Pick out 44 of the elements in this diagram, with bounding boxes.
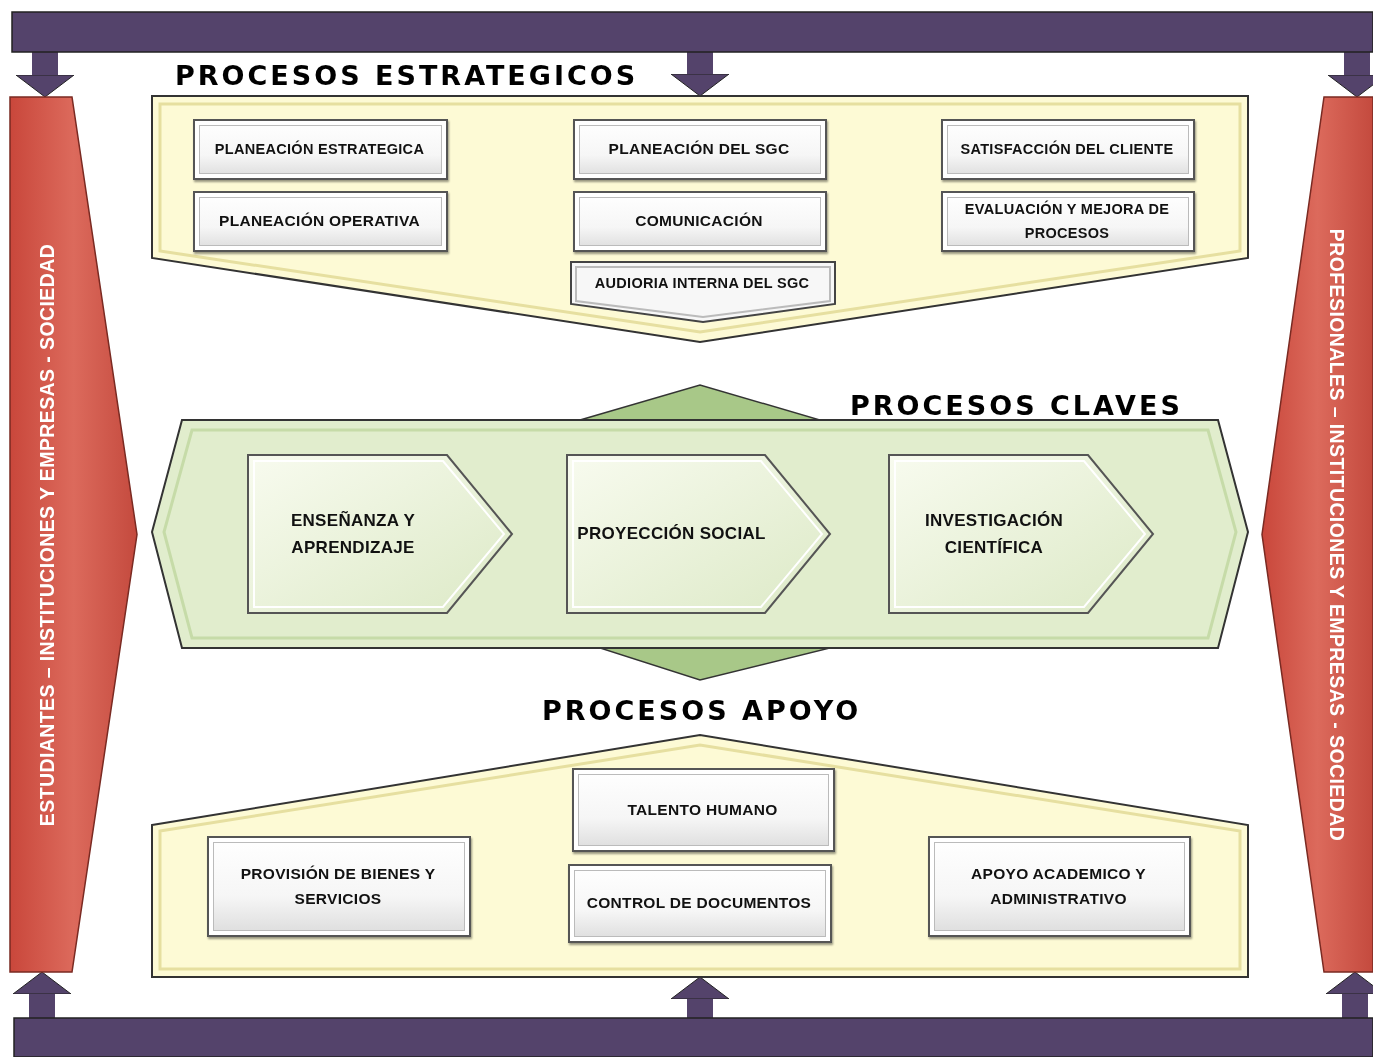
process-label: EVALUACIÓN Y MEJORA DE PROCESOS <box>963 199 1171 243</box>
process-label: SATISFACCIÓN DEL CLIENTE <box>960 139 1174 159</box>
process-box <box>928 836 1191 937</box>
side-band <box>1262 97 1373 972</box>
chevron-shape <box>567 455 830 613</box>
chevron-shape <box>248 455 512 613</box>
process-label: PLANEACIÓN OPERATIVA <box>219 211 420 232</box>
block-arrow <box>1325 971 1373 1018</box>
banner-bar <box>14 1018 1373 1057</box>
process-box <box>573 191 827 252</box>
block-arrow <box>670 52 730 97</box>
process-box <box>193 119 448 180</box>
block-arrow <box>12 971 72 1018</box>
process-box <box>568 864 832 943</box>
process-box <box>941 191 1195 252</box>
banner-bar <box>12 12 1373 52</box>
side-band <box>10 97 137 972</box>
process-box <box>571 262 835 322</box>
process-box <box>207 836 471 937</box>
section-heading: PROCESOS CLAVES <box>850 392 1183 419</box>
process-label: COMUNICACIÓN <box>635 211 763 232</box>
process-label: TALENTO HUMANO <box>627 799 778 820</box>
process-box <box>573 119 827 180</box>
block-arrow <box>15 52 75 98</box>
band-label: PROFESIONALES – INSTITUCIONES Y EMPRESAS - SOCIEDAD <box>1324 228 1348 841</box>
block-arrow <box>1327 52 1373 98</box>
process-box <box>941 119 1195 180</box>
band-label: ESTUDIANTES – INSTITUCIONES Y EMPRESAS - SOCIEDAD <box>35 243 59 826</box>
process-label: PROYECCIÓN SOCIAL <box>577 523 766 546</box>
process-label: PLANEACIÓN DEL SGC <box>608 139 790 160</box>
process-label: INVESTIGACIÓN CIENTÍFICA <box>924 509 1064 559</box>
block-arrow <box>670 976 730 1018</box>
process-box <box>193 191 448 252</box>
process-label: CONTROL DE DOCUMENTOS <box>586 893 812 914</box>
chevron-shape <box>889 455 1153 613</box>
section-heading: PROCESOS APOYO <box>542 697 862 724</box>
process-label: PLANEACIÓN ESTRATEGICA <box>214 139 425 159</box>
process-box <box>572 768 835 852</box>
section-heading: PROCESOS ESTRATEGICOS <box>175 62 639 89</box>
process-label: APOYO ACADEMICO Y ADMINISTRATIVO <box>970 863 1147 909</box>
hexagon-panel <box>152 385 1248 680</box>
process-label: PROVISIÓN DE BIENES Y SERVICIOS <box>239 863 437 909</box>
process-label: ENSEÑANZA Y APRENDIZAJE <box>289 509 417 559</box>
process-label: AUDIORIA INTERNA DEL SGC <box>594 274 810 294</box>
